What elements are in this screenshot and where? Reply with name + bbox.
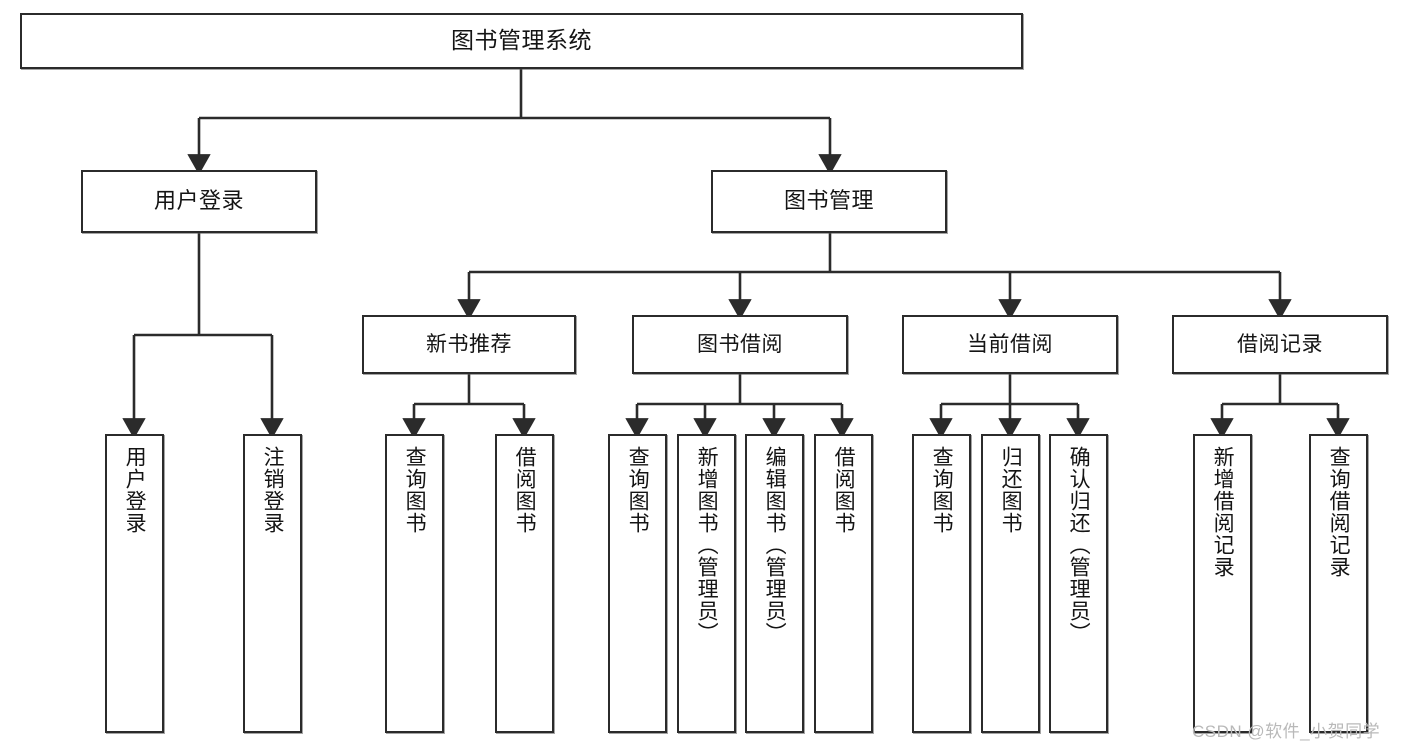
- node-label: 新书推荐: [426, 332, 512, 356]
- node-label: 查询图书: [930, 446, 954, 534]
- leaf-new-book-borrow-book[interactable]: 借阅图书: [495, 434, 554, 733]
- leaf-current-borrow-return-book[interactable]: 归还图书: [981, 434, 1040, 733]
- leaf-current-borrow-query-book[interactable]: 查询图书: [912, 434, 971, 733]
- leaf-book-borrow-add-book[interactable]: 新增图书（管理员）: [677, 434, 736, 733]
- node-label: 新增图书（管理员）: [695, 446, 719, 644]
- node-label: 查询借阅记录: [1327, 446, 1351, 578]
- node-label: 图书管理: [783, 188, 874, 214]
- node-root-book-management-system[interactable]: 图书管理系统: [20, 13, 1023, 69]
- node-label: 新增借阅记录: [1211, 446, 1235, 578]
- node-label: 确认归还（管理员）: [1067, 446, 1091, 644]
- leaf-borrow-record-add-record[interactable]: 新增借阅记录: [1193, 434, 1252, 733]
- node-current-borrow[interactable]: 当前借阅: [902, 315, 1118, 374]
- node-book-borrow[interactable]: 图书借阅: [632, 315, 848, 374]
- csdn-watermark: CSDN @软件_小贺同学: [1192, 722, 1381, 741]
- leaf-new-book-query-book[interactable]: 查询图书: [385, 434, 444, 733]
- node-label: 当前借阅: [967, 332, 1053, 356]
- node-label: 借阅图书: [513, 446, 537, 534]
- node-user-login[interactable]: 用户登录: [81, 170, 317, 233]
- node-label: 查询图书: [403, 446, 427, 534]
- leaf-book-borrow-borrow-book[interactable]: 借阅图书: [814, 434, 873, 733]
- node-label: 查询图书: [626, 446, 650, 534]
- leaf-user-login-logout[interactable]: 注销登录: [243, 434, 302, 733]
- node-label: 图书借阅: [697, 332, 783, 356]
- node-label: 用户登录: [123, 446, 147, 534]
- node-label: 注销登录: [261, 446, 285, 534]
- leaf-current-borrow-confirm-return[interactable]: 确认归还（管理员）: [1049, 434, 1108, 733]
- node-label: 编辑图书（管理员）: [763, 446, 787, 644]
- leaf-user-login-login[interactable]: 用户登录: [105, 434, 164, 733]
- node-label: 借阅图书: [832, 446, 856, 534]
- node-borrow-record[interactable]: 借阅记录: [1172, 315, 1388, 374]
- node-book-management[interactable]: 图书管理: [711, 170, 947, 233]
- node-new-book-recommend[interactable]: 新书推荐: [362, 315, 576, 374]
- leaf-book-borrow-query-book[interactable]: 查询图书: [608, 434, 667, 733]
- leaf-borrow-record-query-record[interactable]: 查询借阅记录: [1309, 434, 1368, 733]
- node-label: 借阅记录: [1237, 332, 1323, 356]
- node-label: 归还图书: [999, 446, 1023, 534]
- node-label: 图书管理系统: [451, 27, 592, 54]
- node-label: 用户登录: [153, 188, 244, 214]
- leaf-book-borrow-edit-book[interactable]: 编辑图书（管理员）: [745, 434, 804, 733]
